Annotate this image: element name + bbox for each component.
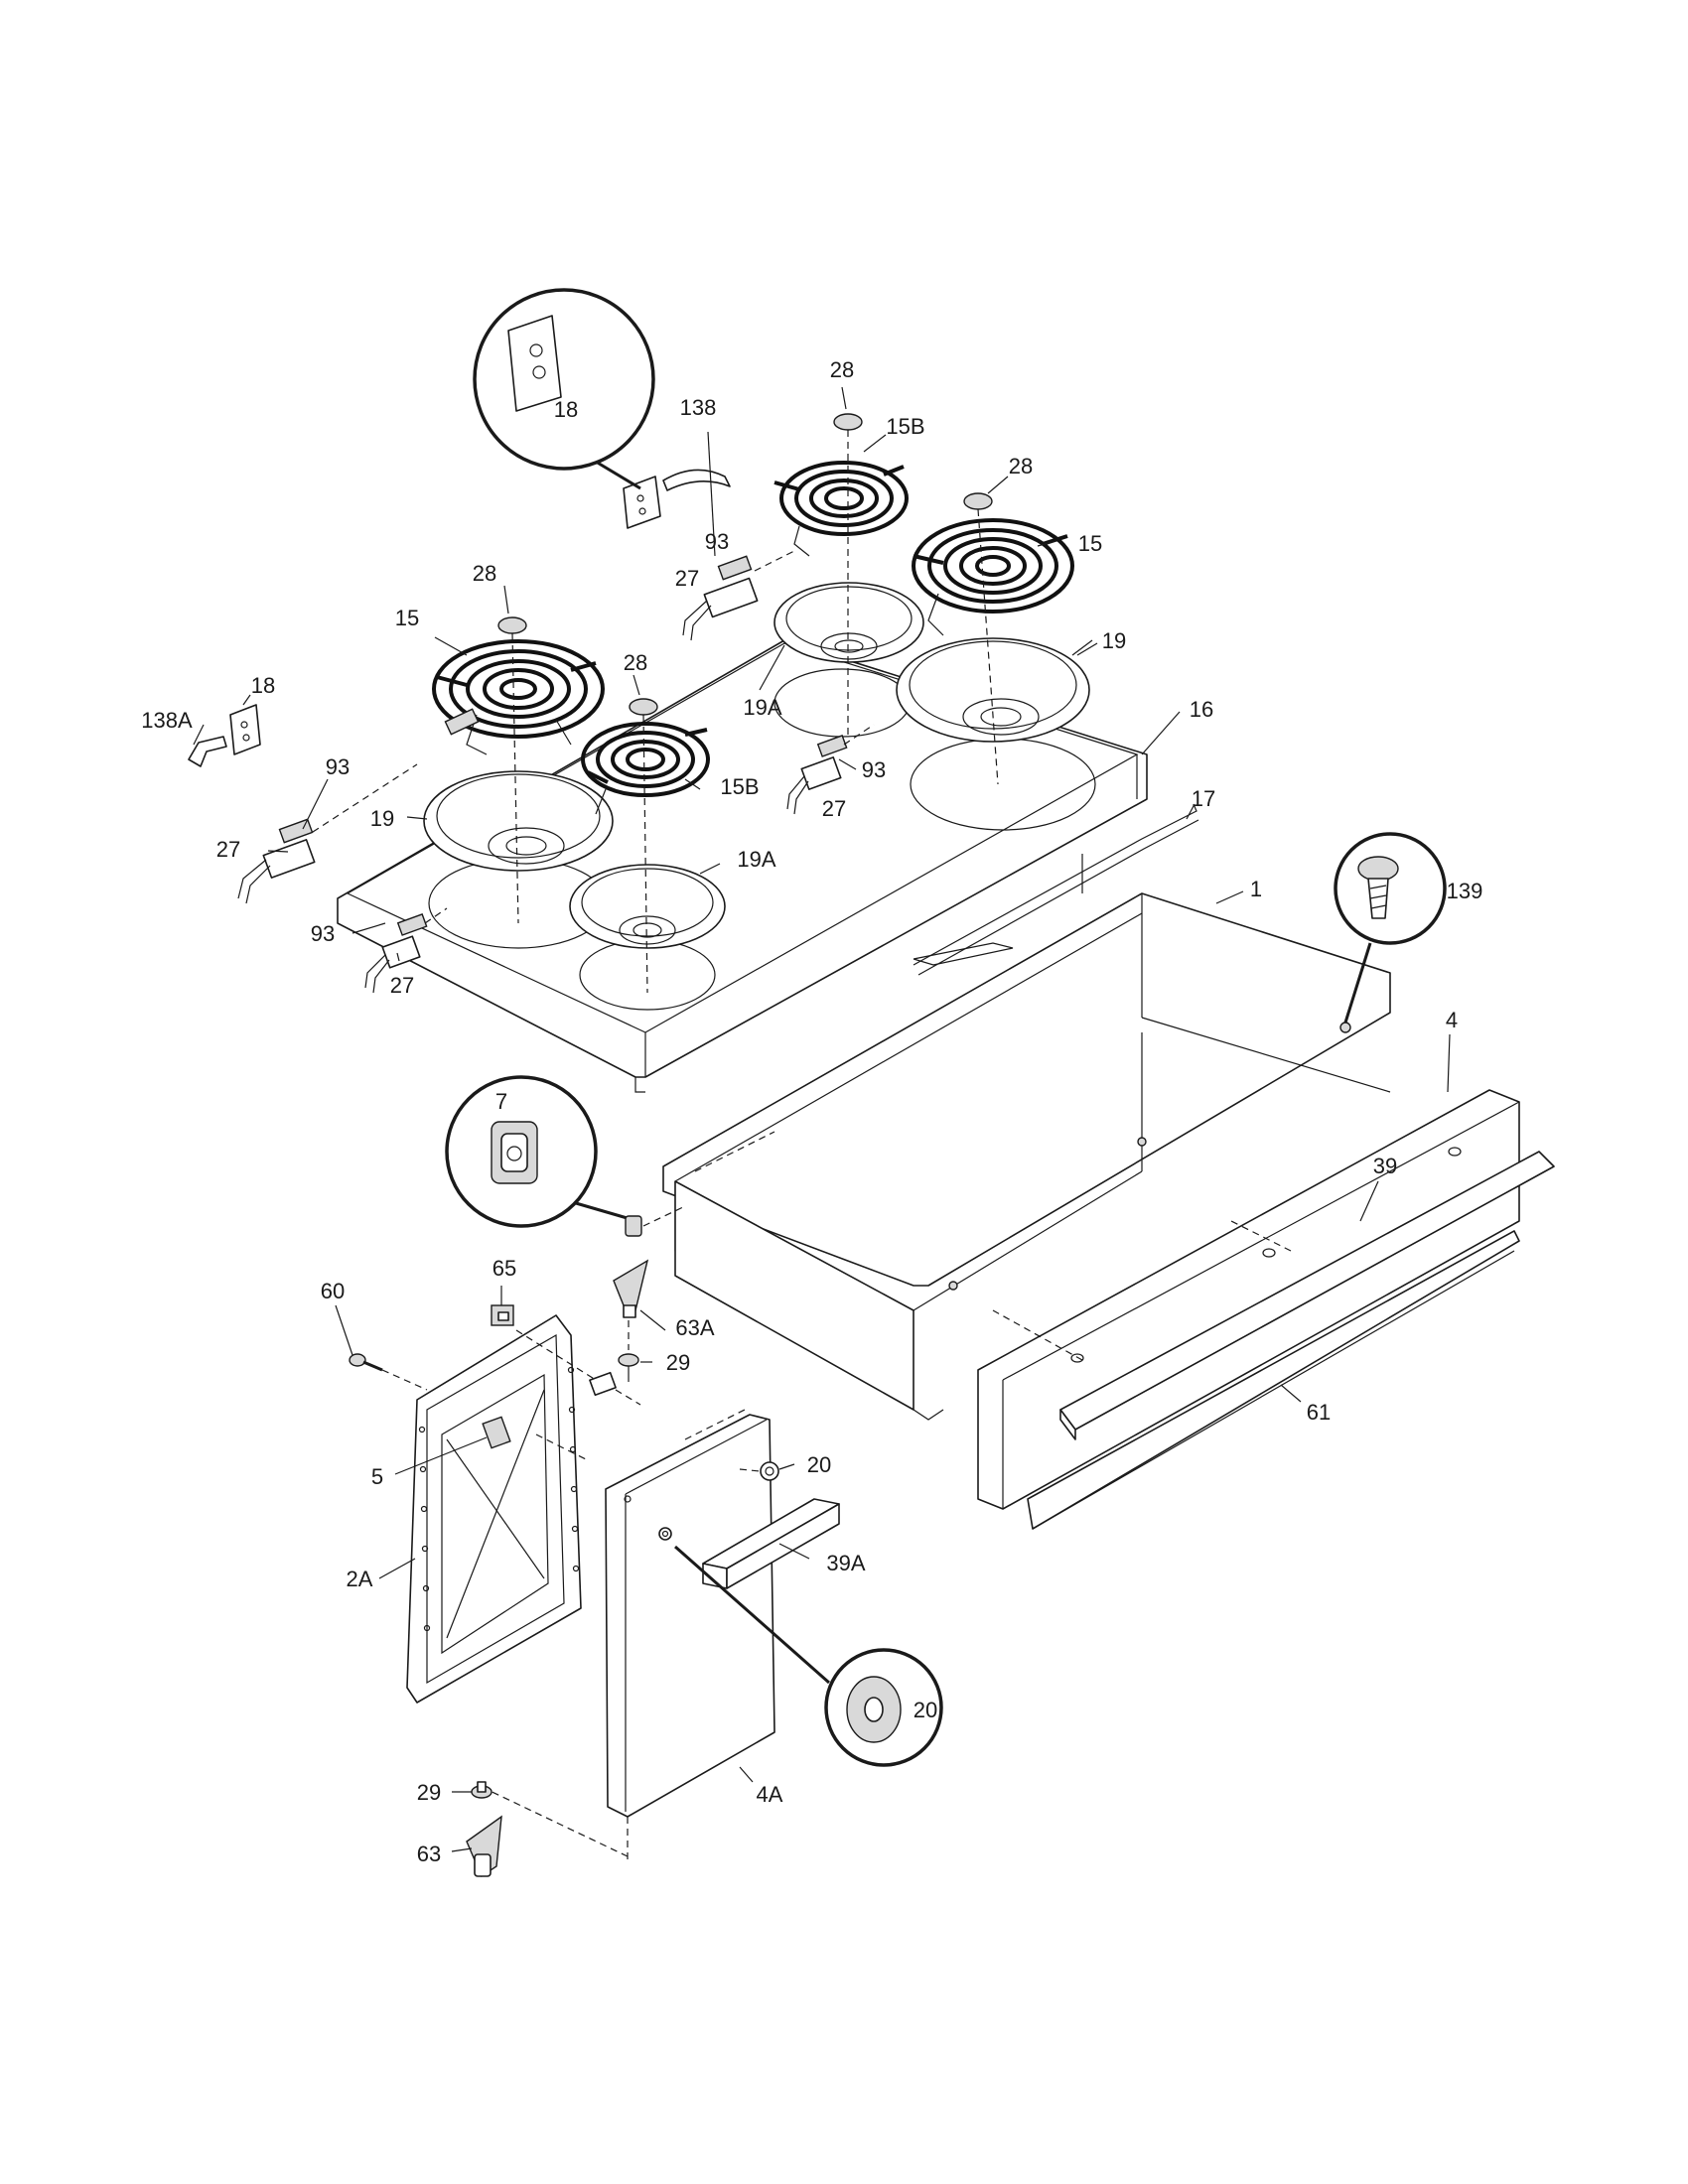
- label-18-detail: 18: [554, 397, 578, 422]
- drip-bowl-19a-rear[interactable]: [774, 582, 924, 663]
- washer-20[interactable]: [739, 1461, 779, 1481]
- callout-labels: 18 138 28 15B 28 15 93 27 28 15 19 28 19…: [141, 357, 1482, 1866]
- label-20-detail: 20: [914, 1698, 937, 1722]
- label-16: 16: [1190, 697, 1213, 722]
- label-15b-a: 15B: [886, 414, 924, 439]
- label-28-b: 28: [1009, 454, 1033, 478]
- drawer-body[interactable]: [662, 892, 1391, 1421]
- label-4: 4: [1446, 1008, 1458, 1032]
- label-17: 17: [1192, 786, 1215, 811]
- label-28-d: 28: [624, 650, 647, 675]
- label-5: 5: [371, 1464, 383, 1489]
- detail-callout-139: [1334, 832, 1447, 1024]
- plate-upper[interactable]: [589, 1371, 617, 1397]
- receptacle-block-left[interactable]: [237, 763, 418, 904]
- label-7: 7: [495, 1089, 507, 1114]
- label-29-a: 29: [666, 1350, 690, 1375]
- nut-29-upper[interactable]: [618, 1353, 639, 1382]
- drawer-handle-39[interactable]: [1059, 1151, 1555, 1440]
- drip-bowl-19a-front[interactable]: [569, 864, 726, 949]
- wire-138a-left[interactable]: [188, 736, 227, 767]
- label-138a: 138A: [141, 708, 193, 733]
- detail-callout-18: [473, 288, 655, 490]
- label-28-a: 28: [830, 357, 854, 382]
- label-20-a: 20: [807, 1452, 831, 1477]
- label-139: 139: [1447, 879, 1483, 903]
- label-65: 65: [492, 1256, 516, 1281]
- detail-callout-20: [674, 1545, 943, 1767]
- bracket-18-rear[interactable]: [623, 476, 661, 529]
- bracket-5[interactable]: [482, 1416, 511, 1449]
- drip-bowl-19-left[interactable]: [423, 770, 614, 872]
- label-19a-b: 19A: [737, 847, 775, 872]
- label-19a-a: 19A: [743, 695, 781, 720]
- label-27-b: 27: [822, 796, 846, 821]
- detail-callout-7: [445, 1075, 632, 1228]
- label-4a: 4A: [757, 1782, 783, 1807]
- label-15b-b: 15B: [720, 774, 759, 799]
- trim-strip-61[interactable]: [1027, 1230, 1520, 1530]
- side-handle-39a[interactable]: [702, 1498, 840, 1589]
- clip-7[interactable]: [625, 1215, 642, 1237]
- label-1: 1: [1250, 877, 1262, 901]
- label-15-a: 15: [1078, 531, 1102, 556]
- receptacle-block-right[interactable]: [786, 724, 875, 815]
- label-138: 138: [680, 395, 717, 420]
- label-39a: 39A: [826, 1551, 865, 1575]
- label-19-a: 19: [1102, 628, 1126, 653]
- trim-cap-28-left[interactable]: [497, 616, 527, 634]
- trim-cap-28-front[interactable]: [629, 698, 658, 716]
- latch-63a[interactable]: [613, 1259, 649, 1318]
- bracket-18-left[interactable]: [229, 704, 261, 755]
- label-61: 61: [1307, 1400, 1331, 1425]
- side-door-panel-4a[interactable]: [605, 1414, 775, 1818]
- label-18: 18: [251, 673, 275, 698]
- nut-29-lower[interactable]: [471, 1781, 492, 1799]
- label-39: 39: [1373, 1154, 1397, 1178]
- trim-cap-28-rear[interactable]: [833, 413, 863, 431]
- label-93-b: 93: [326, 754, 350, 779]
- surface-element-15b-front[interactable]: [581, 722, 710, 815]
- leader-lines: [193, 386, 1451, 1852]
- screw-60[interactable]: [349, 1353, 383, 1372]
- label-27-d: 27: [390, 973, 414, 998]
- receptacle-block-rear[interactable]: [682, 550, 795, 641]
- rail-17[interactable]: [913, 803, 1199, 976]
- label-15-b: 15: [395, 606, 419, 630]
- label-27-c: 27: [216, 837, 240, 862]
- surface-element-15b-rear[interactable]: [774, 461, 909, 557]
- label-63: 63: [417, 1842, 441, 1866]
- door-inner-panel-2a[interactable]: [406, 1314, 582, 1704]
- surface-element-15-left[interactable]: [432, 639, 605, 755]
- label-93-c: 93: [862, 757, 886, 782]
- label-93-a: 93: [705, 529, 729, 554]
- drip-bowl-19-right[interactable]: [896, 637, 1090, 743]
- latch-63[interactable]: [466, 1815, 502, 1878]
- label-63a: 63A: [675, 1315, 714, 1340]
- label-60: 60: [321, 1279, 345, 1303]
- hinge-65[interactable]: [491, 1304, 514, 1326]
- label-2a: 2A: [347, 1567, 373, 1591]
- receptacle-block-front-left[interactable]: [364, 907, 448, 994]
- label-19-b: 19: [370, 806, 394, 831]
- label-28-c: 28: [473, 561, 496, 586]
- wire-138-rear[interactable]: [662, 469, 731, 491]
- trim-cap-28-right[interactable]: [963, 492, 993, 510]
- label-29-b: 29: [417, 1780, 441, 1805]
- label-27-a: 27: [675, 566, 699, 591]
- surface-element-15-right[interactable]: [912, 518, 1074, 636]
- label-93-d: 93: [311, 921, 335, 946]
